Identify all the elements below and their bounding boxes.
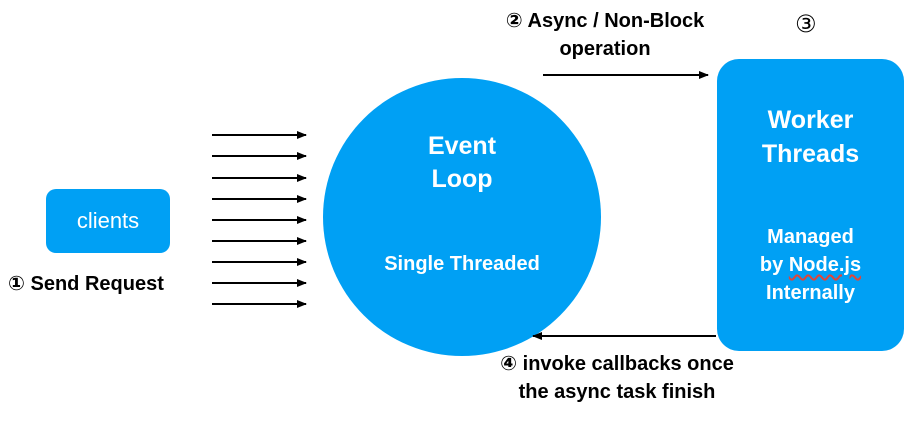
event-loop-subtitle: Single Threaded bbox=[384, 253, 540, 275]
worker-threads-box: Worker Threads Managed by Node.js Intern… bbox=[717, 59, 904, 351]
clients-label: clients bbox=[76, 208, 140, 233]
worker-threads-title: Worker Threads bbox=[717, 103, 904, 171]
event-loop-title-line1: Event bbox=[427, 132, 497, 160]
event-loop-circle: Event Loop Single Threaded bbox=[323, 78, 601, 356]
worker-title-line1: Worker bbox=[767, 106, 854, 134]
worker-title-line2: Threads bbox=[761, 140, 860, 168]
callback-label-line1: ④ invoke callbacks once bbox=[500, 353, 734, 375]
event-loop-title: Event Loop bbox=[323, 130, 601, 196]
request-arrows bbox=[212, 131, 307, 308]
send-request-label: ① Send Request bbox=[8, 273, 164, 295]
worker-step-marker: ③ bbox=[795, 11, 817, 38]
worker-sub-line2: by Node.js bbox=[717, 251, 904, 279]
callback-label-line2: the async task finish bbox=[518, 381, 716, 403]
clients-box: clients bbox=[46, 189, 170, 253]
worker-sub-line2-prefix: by bbox=[759, 254, 789, 276]
async-label-line1: ② Async / Non-Block bbox=[505, 10, 705, 32]
callback-label: ④ invoke callbacks once the async task f… bbox=[462, 350, 772, 406]
nodejs-text: Node.js bbox=[788, 254, 862, 276]
async-label-line2: operation bbox=[559, 38, 651, 60]
async-operation-label: ② Async / Non-Block operation bbox=[485, 7, 725, 63]
worker-sub-line1: Managed bbox=[767, 226, 854, 248]
worker-threads-subtitle: Managed by Node.js Internally bbox=[717, 223, 904, 307]
event-loop-title-line2: Loop bbox=[431, 165, 493, 193]
worker-sub-line3: Internally bbox=[766, 282, 855, 304]
